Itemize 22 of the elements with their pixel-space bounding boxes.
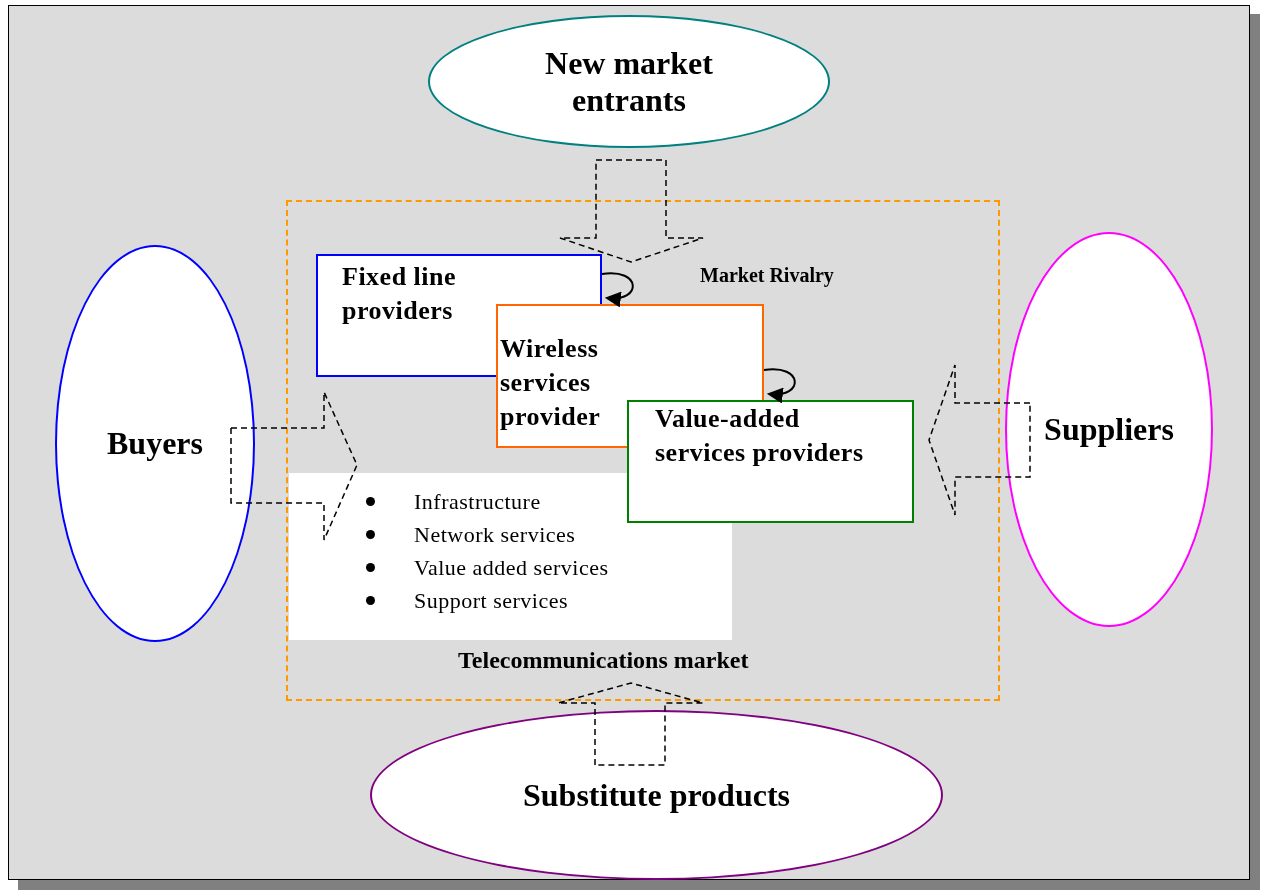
provider-label: Wireless services provider: [500, 333, 602, 433]
market-label: Telecommunications market: [458, 646, 749, 675]
segment-list-panel: [289, 473, 732, 640]
ellipse-label: Buyers: [107, 425, 203, 462]
block-arrow: [559, 159, 704, 263]
list-item: Infrastructure: [414, 488, 541, 516]
block-arrow: [928, 364, 1031, 516]
ellipse-label: Suppliers: [1044, 411, 1174, 448]
market-rivalry-label: Market Rivalry: [700, 263, 834, 289]
curved-arrow: [601, 272, 634, 307]
list-item: Network services: [414, 521, 576, 549]
curved-arrow: [763, 368, 796, 403]
ellipse-label: Substitute products: [523, 776, 790, 814]
list-item: Value added services: [414, 554, 609, 582]
provider-label: Fixed line providers: [342, 261, 458, 327]
block-arrow: [230, 391, 358, 541]
provider-label: Value-added services providers: [655, 403, 865, 469]
provider-box: [627, 400, 914, 523]
list-item: Support services: [414, 587, 569, 615]
ellipse-label: New market entrants: [544, 44, 714, 119]
block-arrow: [557, 682, 704, 766]
market-boundary: [286, 200, 1000, 701]
